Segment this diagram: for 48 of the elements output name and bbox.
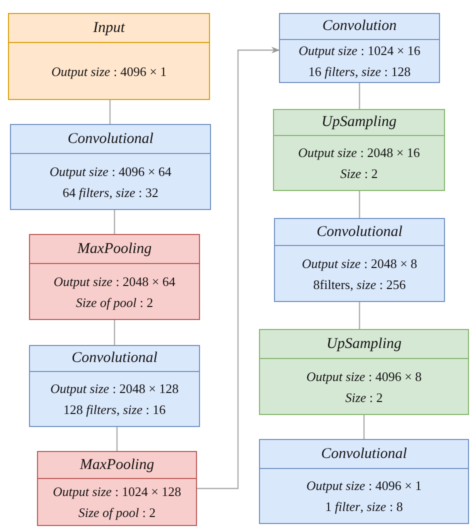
layer-detail: 16 filters, size : 128 <box>308 63 411 81</box>
layer-detail: 128 filters, size : 16 <box>63 401 166 419</box>
layer-title: Convolutional <box>68 130 154 148</box>
layer-detail: Size of pool : 2 <box>78 504 156 522</box>
layer-detail: Output size : 2048 × 64 <box>54 272 176 291</box>
layer-title: Convolutional <box>321 446 407 462</box>
layer-detail: Output size : 4096 × 64 <box>50 162 172 181</box>
layer-title: Convolutional <box>316 224 402 240</box>
connector-line <box>363 415 365 439</box>
layer-box <box>259 439 469 524</box>
layer-box <box>273 109 445 191</box>
layer-detail: 1 filter, size : 8 <box>325 498 403 516</box>
layer-box <box>274 218 445 302</box>
layer-detail: Output size : 2048 × 8 <box>302 254 418 273</box>
layer-title: UpSampling <box>322 114 396 131</box>
layer-detail: Size of pool : 2 <box>76 294 154 312</box>
layer-box <box>29 234 200 320</box>
layer-title: MaxPooling <box>77 240 152 258</box>
layer-title: Input <box>93 20 125 36</box>
layer-detail: Size : 2 <box>340 165 378 183</box>
layer-detail: Output size : 2048 × 16 <box>298 144 420 162</box>
layer-detail: Output size : 2048 × 128 <box>50 380 179 398</box>
connector-line <box>116 427 118 451</box>
layer-box <box>29 345 200 427</box>
layer-detail: Output size : 4096 × 1 <box>51 62 167 81</box>
layer-title: MaxPooling <box>80 456 154 474</box>
layer-box <box>279 13 440 83</box>
arrow <box>197 46 280 490</box>
layer-detail: Output size : 4096 × 1 <box>306 477 422 495</box>
layer-title: Convolutional <box>72 350 158 367</box>
connector-line <box>109 100 111 124</box>
layer-detail: Output size : 1024 × 16 <box>298 42 420 60</box>
layer-detail: Output size : 4096 × 8 <box>306 368 422 386</box>
connector-line <box>358 83 360 109</box>
connector-line <box>114 210 116 234</box>
layer-title: Convolution <box>322 18 397 35</box>
connector-line <box>358 191 360 218</box>
connector-line <box>114 320 116 345</box>
layer-detail: Size : 2 <box>345 388 383 406</box>
layer-detail: 64 filters, size : 32 <box>62 184 158 202</box>
layer-detail: Output size : 1024 × 128 <box>52 483 182 501</box>
layer-box <box>8 13 210 100</box>
layer-box <box>259 329 469 415</box>
layer-title: UpSampling <box>326 336 402 352</box>
layer-box <box>10 124 211 210</box>
layer-detail: 8filters, size : 256 <box>313 276 406 294</box>
layer-box <box>37 451 197 526</box>
connector-line <box>358 302 360 329</box>
